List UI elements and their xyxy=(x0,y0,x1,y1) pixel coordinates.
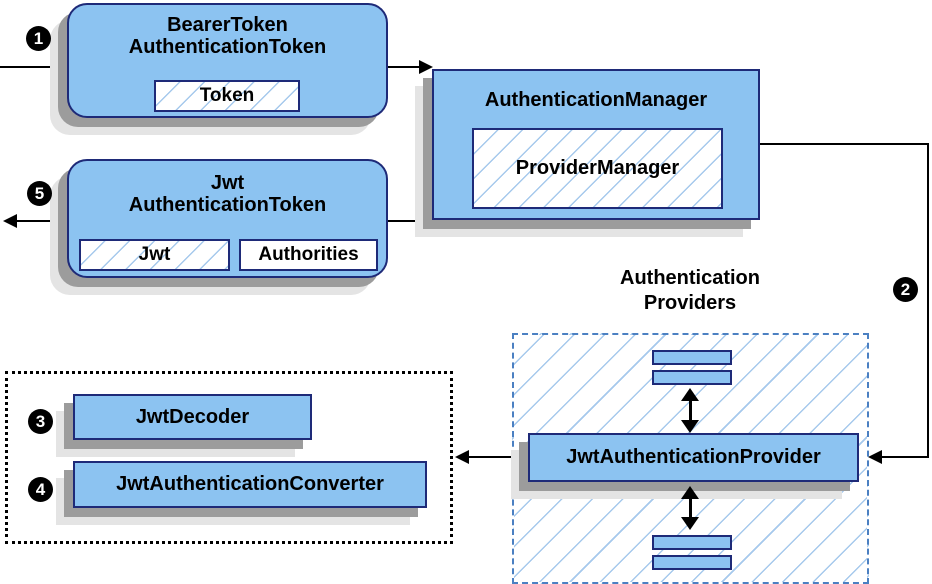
jwt-decoder-node: JwtDecoder xyxy=(73,394,312,440)
jwt-authentication-converter-node: JwtAuthenticationConverter xyxy=(73,461,427,508)
incoming-request-line xyxy=(0,66,67,68)
other-provider-bar xyxy=(652,370,732,385)
bearer-to-manager-line xyxy=(388,66,422,68)
outgoing-result-line xyxy=(15,220,67,222)
token-chip: Token xyxy=(154,80,300,112)
manager-to-provider-line-bottom xyxy=(881,456,929,458)
provider-list-double-arrow-icon xyxy=(681,388,699,433)
authorities-chip: Authorities xyxy=(239,239,378,271)
authentication-manager-node: AuthenticationManager ProviderManager xyxy=(432,69,760,220)
jwt-decoder-label: JwtDecoder xyxy=(135,405,250,428)
provider-manager-label: ProviderManager xyxy=(515,157,680,179)
step-marker-2: 2 xyxy=(893,277,918,302)
other-provider-bar xyxy=(652,350,732,365)
bearer-token-authentication-token-node: BearerToken AuthenticationToken Token xyxy=(67,3,388,118)
step-marker-1: 1 xyxy=(26,26,51,51)
bearer-token-title-line1: BearerToken xyxy=(167,14,288,36)
bearer-token-title-line2: AuthenticationToken xyxy=(128,36,327,58)
jwt-chip: Jwt xyxy=(79,239,230,271)
jwt-authentication-provider-label: JwtAuthenticationProvider xyxy=(566,446,821,468)
jwt-resolver-group xyxy=(5,371,453,544)
jwt-authentication-token-node: Jwt AuthenticationToken Jwt Authorities xyxy=(67,159,388,278)
jwt-token-title-line1: Jwt xyxy=(210,172,245,194)
other-provider-bar xyxy=(652,555,732,570)
authentication-providers-label: Authentication Providers xyxy=(565,266,815,316)
jwt-token-title-line2: AuthenticationToken xyxy=(128,194,327,216)
manager-to-provider-line-top xyxy=(760,143,929,145)
manager-to-provider-line-right xyxy=(927,143,929,458)
token-chip-label: Token xyxy=(199,85,255,106)
outgoing-result-arrowhead-icon xyxy=(3,214,17,228)
provider-manager-chip: ProviderManager xyxy=(472,128,723,209)
jwt-authentication-provider-node: JwtAuthenticationProvider xyxy=(528,433,859,482)
bearer-to-manager-arrowhead-icon xyxy=(419,60,433,74)
manager-to-jwt-token-line xyxy=(388,220,434,222)
step-marker-3: 3 xyxy=(28,409,53,434)
provider-list-double-arrow-icon xyxy=(681,486,699,530)
provider-to-resolvers-arrowhead-icon xyxy=(455,450,469,464)
provider-to-resolvers-line xyxy=(468,456,514,458)
jwt-authentication-converter-label: JwtAuthenticationConverter xyxy=(116,473,384,495)
authorities-chip-label: Authorities xyxy=(258,244,359,265)
jwt-chip-label: Jwt xyxy=(138,244,171,265)
authentication-manager-title: AuthenticationManager xyxy=(484,89,708,111)
other-provider-bar xyxy=(652,535,732,550)
step-marker-5: 5 xyxy=(27,181,52,206)
authentication-providers-label-line2: Providers xyxy=(643,292,737,314)
manager-to-provider-arrowhead-icon xyxy=(868,450,882,464)
authentication-providers-label-line1: Authentication xyxy=(620,267,760,289)
step-marker-4: 4 xyxy=(28,477,53,502)
